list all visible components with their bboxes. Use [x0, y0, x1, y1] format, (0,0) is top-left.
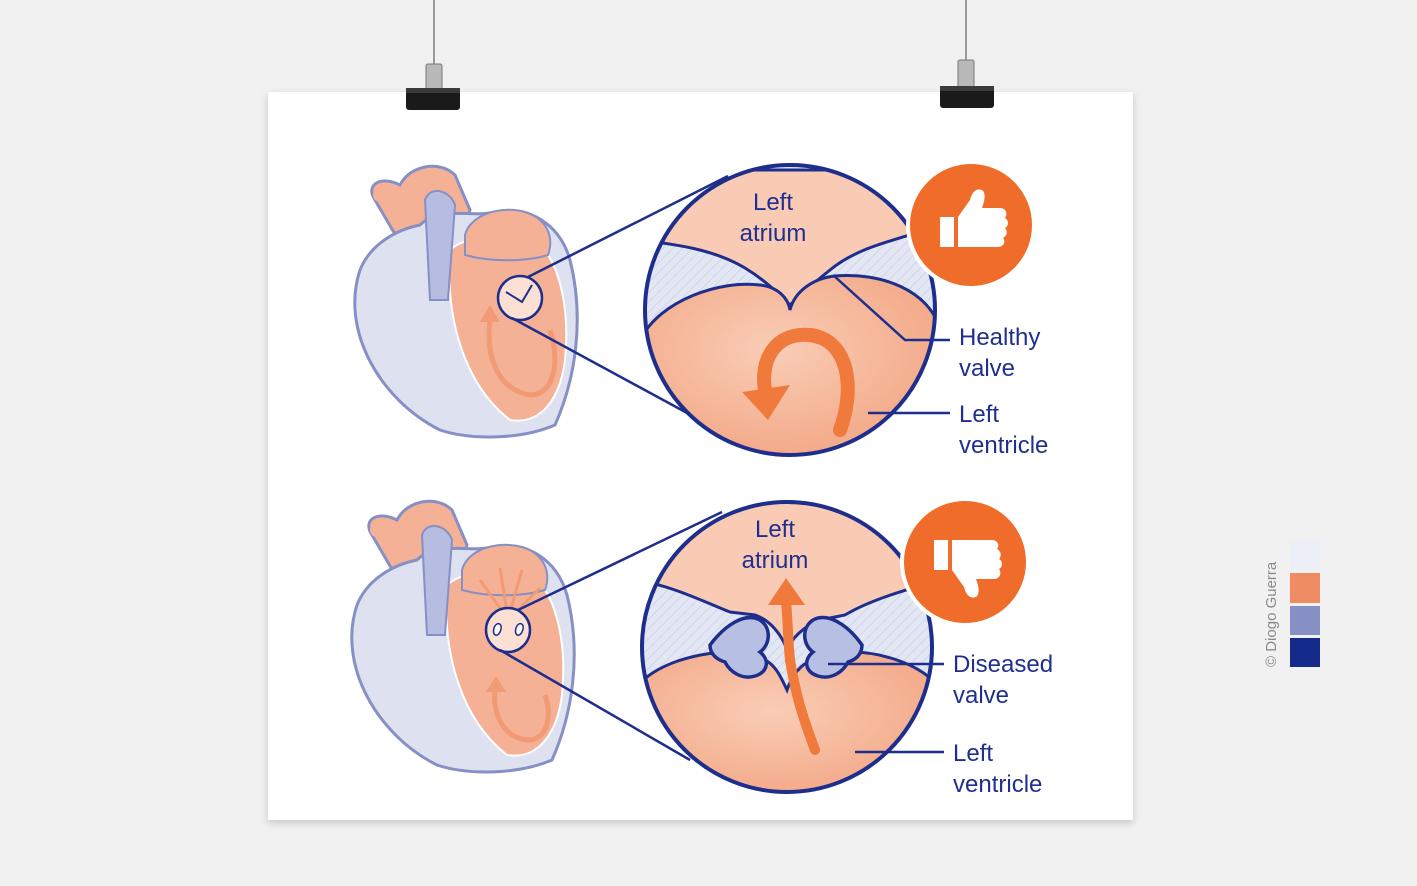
swatch-orange — [1290, 573, 1320, 603]
diseased-valve-label-line2: valve — [953, 682, 1009, 709]
heart-healthy-illustration — [353, 164, 579, 439]
zoom-line-top-upper — [527, 174, 729, 279]
thumbs-up-icon — [906, 160, 1036, 290]
swatch-periwinkle — [1290, 606, 1320, 635]
swatch-navy — [1290, 638, 1320, 667]
binder-clip-left — [406, 63, 460, 110]
heart-diseased-illustration — [350, 499, 576, 774]
diseased-valve-label-line1: Diseased — [953, 651, 1053, 678]
diseased-ventricle-label-line2: ventricle — [953, 771, 1042, 798]
healthy-valve-label-line1: Healthy — [959, 324, 1040, 351]
healthy-atrium-label-line2: atrium — [740, 220, 807, 247]
healthy-atrium-label-line1: Left — [753, 189, 793, 216]
diseased-valve-zoom: Left atrium — [640, 500, 934, 794]
diseased-ventricle-label-line1: Left — [953, 740, 993, 767]
zoom-line-top-lower — [511, 316, 701, 422]
healthy-valve-zoom: Left atrium — [643, 163, 937, 457]
healthy-valve-label-line2: valve — [959, 355, 1015, 382]
healthy-ventricle-label-line1: Left — [959, 401, 999, 428]
healthy-valve-pointer — [832, 274, 950, 342]
binder-clip-right — [940, 59, 994, 108]
swatch-lavender-light — [1290, 541, 1320, 570]
diseased-atrium-label-line1: Left — [755, 516, 795, 543]
diseased-atrium-label-line2: atrium — [742, 547, 809, 574]
credit-text: © Diogo Guerra — [1263, 561, 1280, 667]
thumbs-down-icon — [900, 497, 1030, 627]
zoom-line-bottom-lower — [499, 648, 691, 762]
zoom-line-bottom-upper — [517, 510, 723, 612]
healthy-ventricle-label-line2: ventricle — [959, 432, 1048, 459]
